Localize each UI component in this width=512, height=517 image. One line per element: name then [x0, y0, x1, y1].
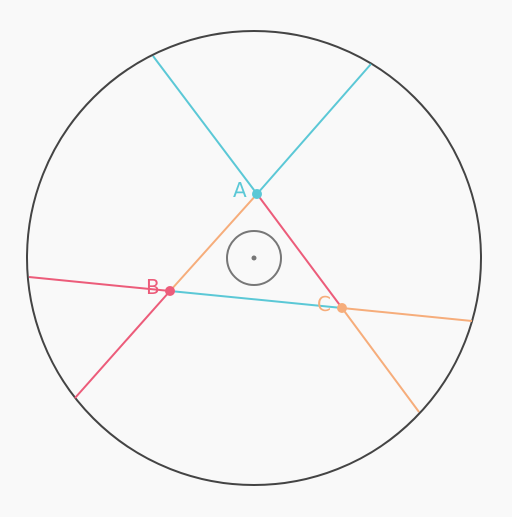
label-a: A — [233, 178, 247, 202]
segment-a-c — [256, 193, 343, 309]
segment-a-b — [169, 193, 258, 292]
line-c-right — [341, 307, 473, 322]
line-a-right — [256, 63, 372, 195]
label-c: C — [317, 292, 331, 316]
point-c — [337, 303, 347, 313]
line-b-left — [28, 276, 171, 292]
line-c-down — [341, 307, 420, 413]
outer-circle — [26, 30, 482, 486]
segment-b-c — [169, 290, 343, 309]
point-b — [165, 286, 175, 296]
center-dot — [251, 255, 257, 261]
point-a — [252, 189, 262, 199]
label-b: B — [146, 275, 160, 299]
line-a-left — [152, 55, 258, 195]
inner-circle — [226, 230, 282, 286]
line-b-down — [74, 290, 171, 399]
